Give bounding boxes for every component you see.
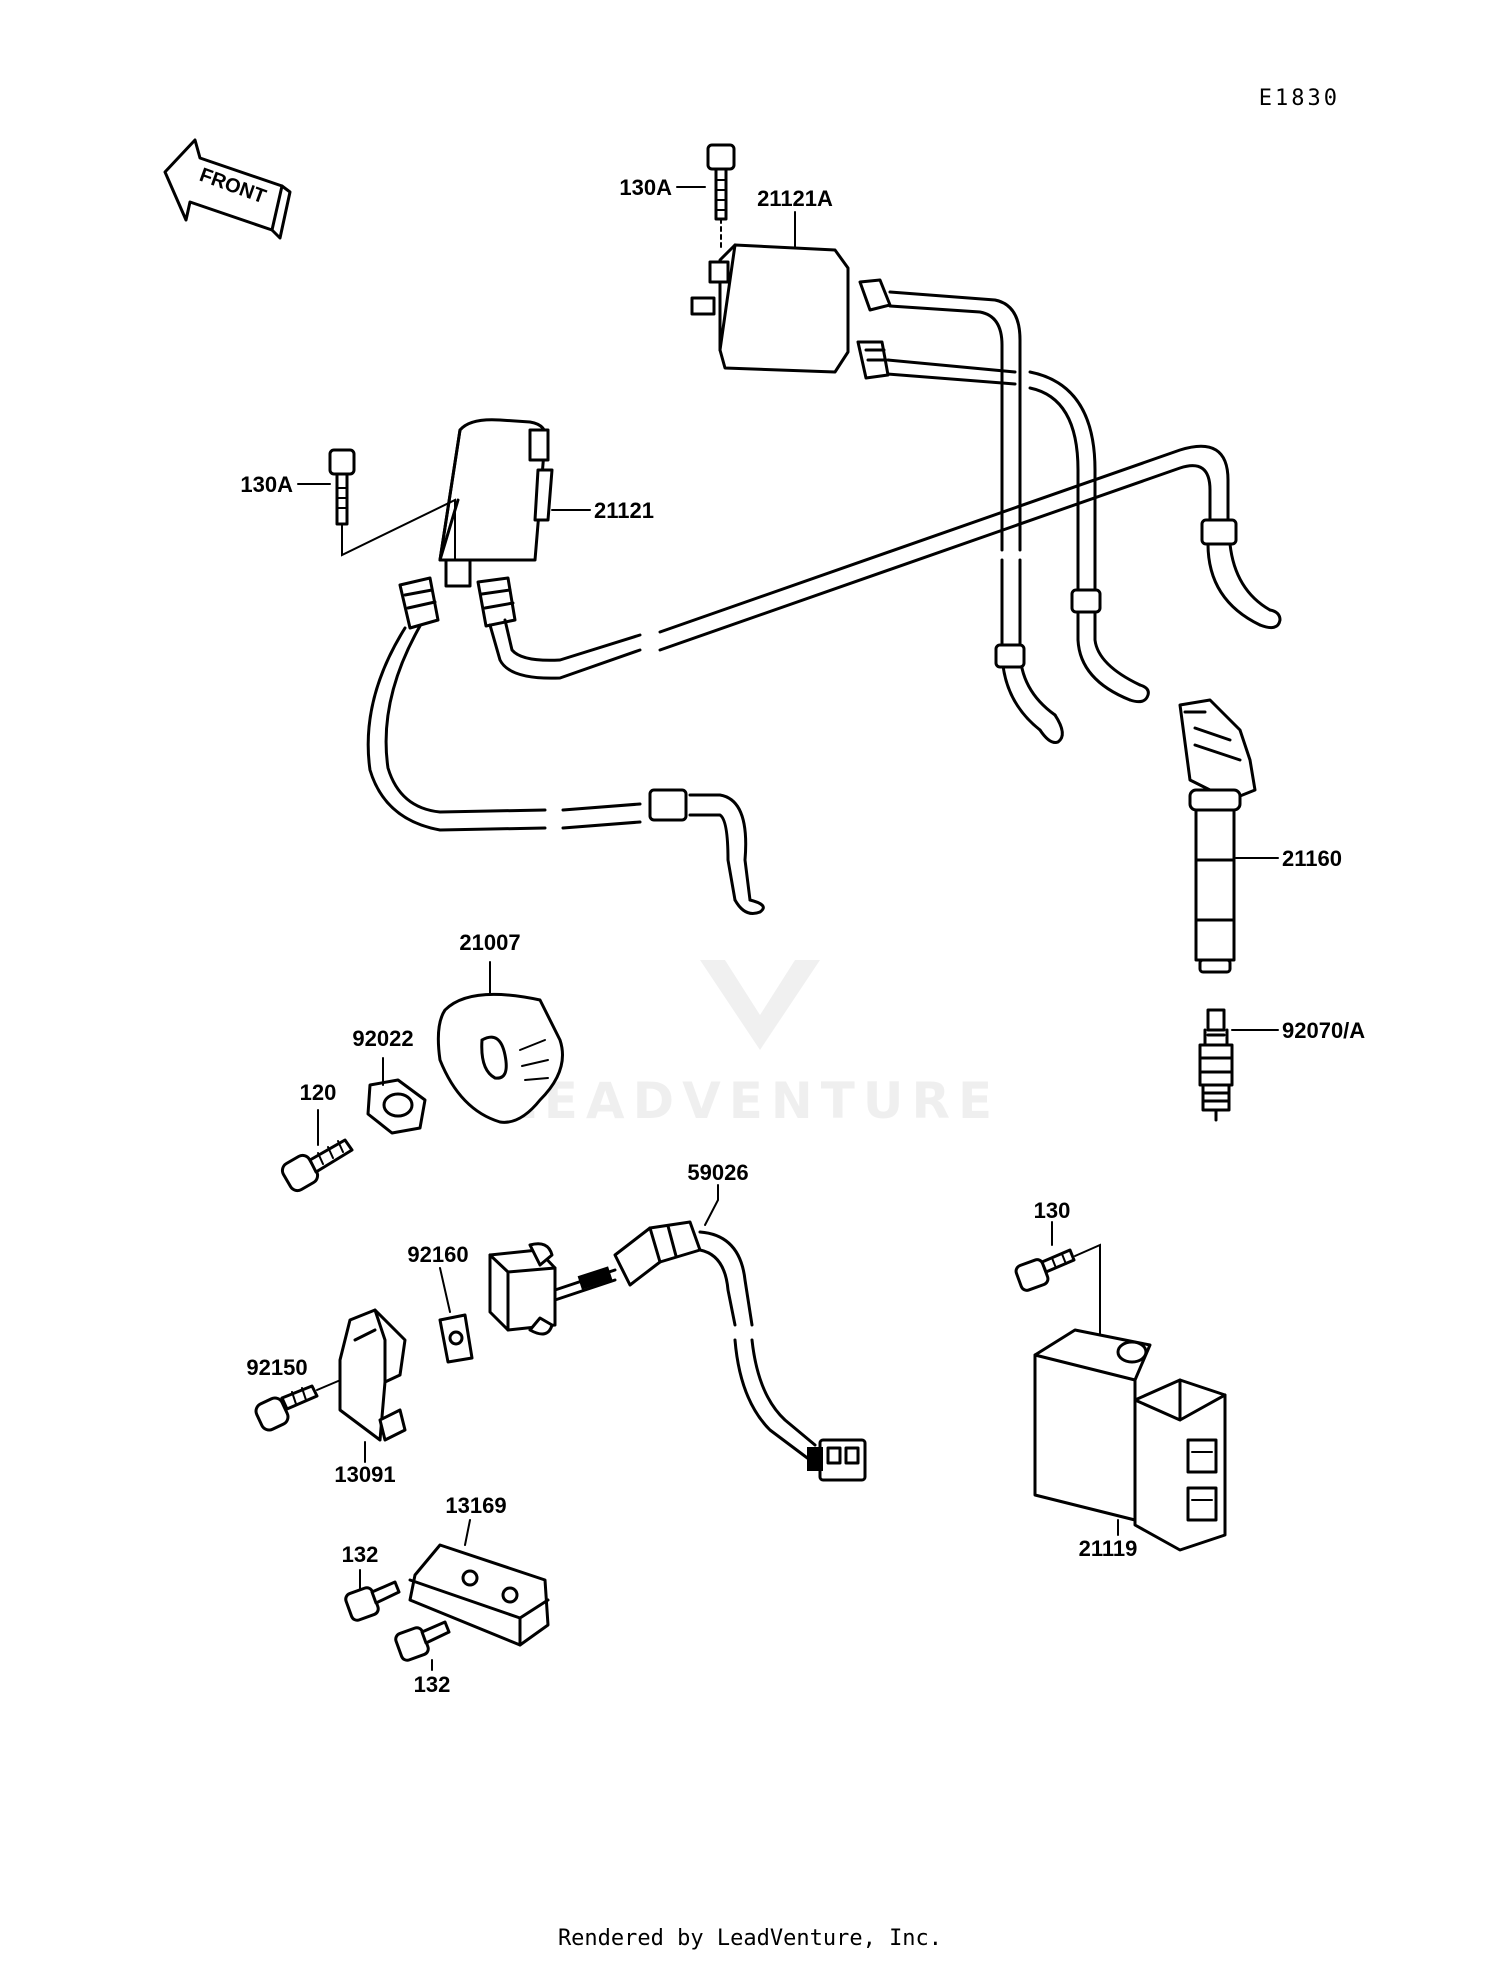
label-21160: 21160 (1282, 846, 1342, 871)
watermark-logo-icon (700, 960, 820, 1050)
ignition-coil (398, 418, 554, 630)
ignition-coil-a (690, 243, 892, 380)
label-92150: 92150 (246, 1355, 307, 1380)
screw (280, 1138, 354, 1193)
bolt-upper (344, 1580, 401, 1622)
bolt-lower (394, 1620, 451, 1662)
coil-a-bolt (706, 143, 736, 251)
plate-bracket (408, 1543, 550, 1647)
label-130a-lower: 130A (240, 472, 293, 497)
label-132-upper: 132 (342, 1542, 379, 1567)
label-13091: 13091 (334, 1462, 395, 1487)
nut (366, 1078, 427, 1135)
label-21121: 21121 (594, 498, 654, 523)
label-92070a: 92070/A (1282, 1018, 1365, 1043)
label-120: 120 (300, 1080, 337, 1105)
watermark-text: LEADVENTURE (504, 1072, 1000, 1130)
label-59026: 59026 (687, 1160, 748, 1185)
footer-credit: Rendered by LeadVenture, Inc. (558, 1926, 942, 1951)
bracket-bolt (254, 1375, 351, 1432)
label-130: 130 (1034, 1198, 1071, 1223)
plug-cap (1178, 698, 1257, 974)
label-132-lower: 132 (414, 1672, 451, 1697)
pickup-harness (488, 1220, 867, 1482)
bracket (338, 1308, 407, 1442)
igniter-bolt (1014, 1243, 1131, 1372)
label-21119: 21119 (1079, 1536, 1138, 1561)
label-13169: 13169 (445, 1493, 506, 1518)
spark-plug (1198, 1008, 1234, 1122)
leader-lines (297, 186, 1279, 1671)
label-21121a: 21121A (757, 186, 833, 211)
part-labels: 130A 21121A 130A 21121 21160 92070/A 210… (240, 175, 1365, 1697)
diagram-code: E1830 (1259, 86, 1340, 111)
coil-bolt (328, 448, 456, 561)
igniter (1033, 1328, 1227, 1552)
coil-leads (366, 444, 1282, 915)
label-92160: 92160 (407, 1242, 468, 1267)
front-arrow-icon: FRONT (163, 138, 292, 240)
label-92022: 92022 (352, 1026, 413, 1051)
coil-a-leads (886, 290, 1150, 744)
watermark: LEADVENTURE (504, 960, 1000, 1130)
pickup-plate (436, 992, 564, 1124)
spacer (438, 1313, 474, 1364)
label-21007: 21007 (459, 930, 520, 955)
label-130a-upper: 130A (619, 175, 672, 200)
